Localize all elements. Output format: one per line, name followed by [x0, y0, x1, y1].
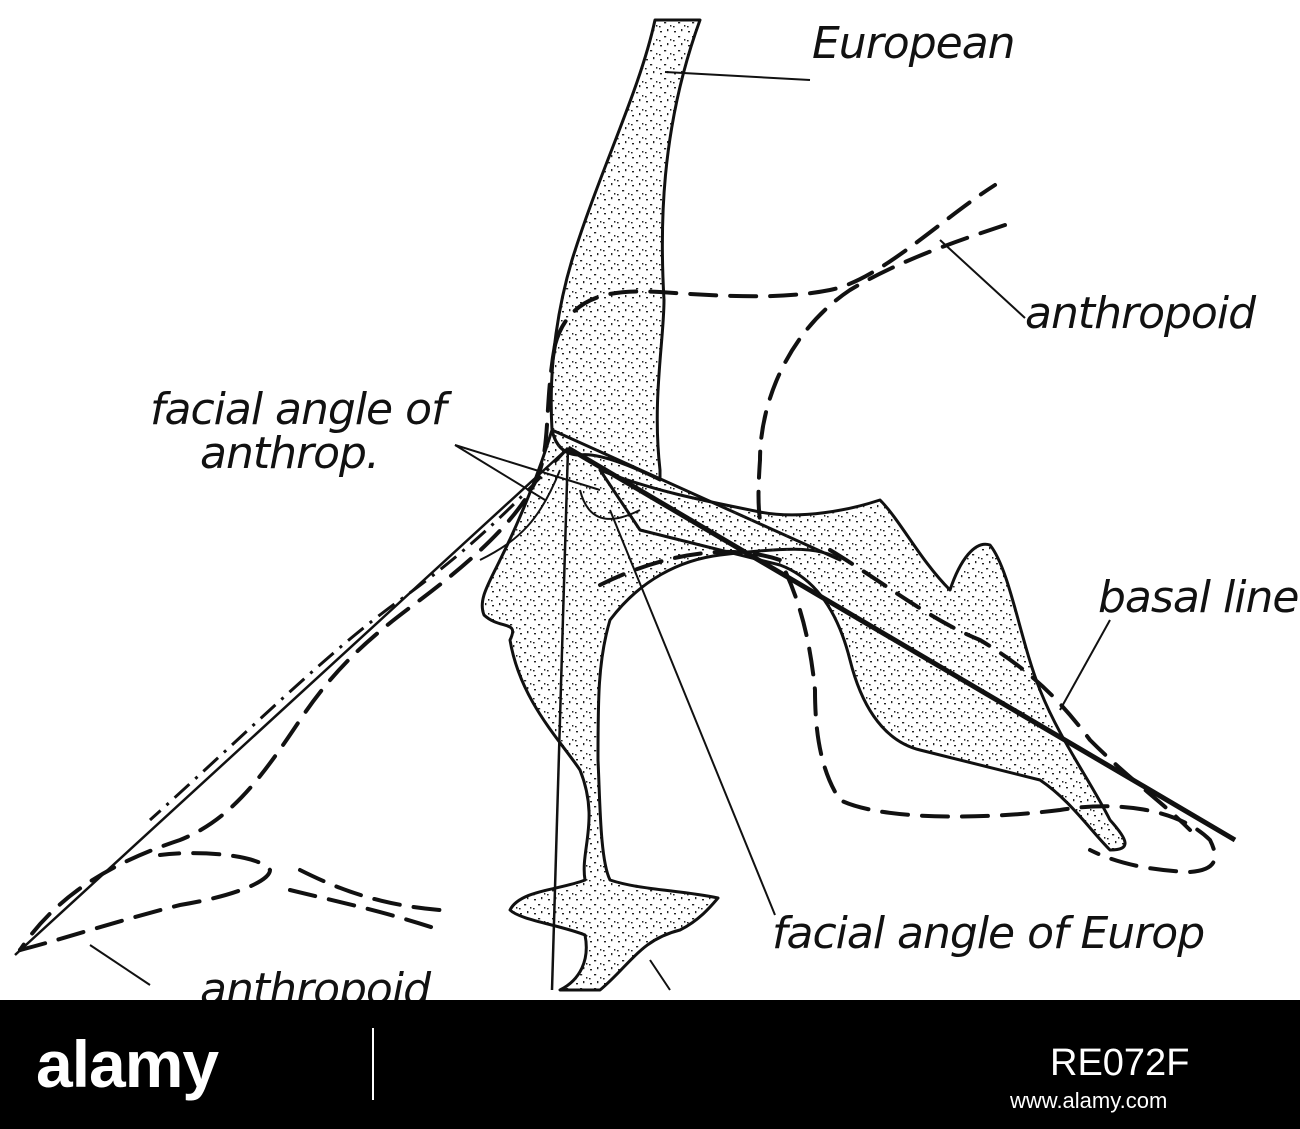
- leader-anthropoid-bottom: [89, 944, 151, 986]
- angle-lines: [14, 445, 1237, 991]
- label-european: European: [812, 18, 1016, 69]
- leader-anthropoid: [939, 239, 1026, 319]
- anthropoid-skull-outline: [18, 183, 1217, 952]
- stock-url: www.alamy.com: [1010, 1088, 1168, 1113]
- anthropoid-profile-line: [148, 446, 570, 822]
- label-facial-angle-anthrop-line1: facial angle of: [150, 384, 447, 435]
- leader-european: [664, 71, 811, 81]
- leader-facial-anthrop-1: [454, 444, 546, 501]
- european-facial-line: [550, 447, 570, 991]
- basal-line: [566, 445, 1237, 843]
- label-anthropoid: anthropoid: [1025, 288, 1256, 339]
- leader-facial-anthrop-2: [454, 444, 601, 491]
- diagram-drawing: [14, 18, 1237, 992]
- label-facial-angle-europ: facial angle of Europ: [772, 908, 1205, 959]
- skull-profile-diagram: European anthropoid facial angle of anth…: [14, 18, 1300, 1012]
- brand-logo: alamy: [36, 1027, 219, 1101]
- label-basal-line: basal line: [1098, 572, 1299, 623]
- bar-divider: [372, 1028, 374, 1100]
- anthropoid-angle-arc: [479, 469, 561, 561]
- watermark-bar: alamy RE072F www.alamy.com: [0, 1000, 1300, 1129]
- leader-basal-line: [1059, 619, 1111, 711]
- label-facial-angle-anthrop-line2: anthrop.: [200, 428, 380, 479]
- european-skull-outline: [480, 18, 1127, 992]
- stock-id: RE072F: [1050, 1042, 1190, 1084]
- anthropoid-facial-line: [14, 447, 569, 956]
- leader-european-bottom: [649, 959, 671, 991]
- leader-lines: [89, 71, 1111, 991]
- european-angle-arc: [579, 489, 641, 520]
- leader-facial-europ: [609, 509, 776, 916]
